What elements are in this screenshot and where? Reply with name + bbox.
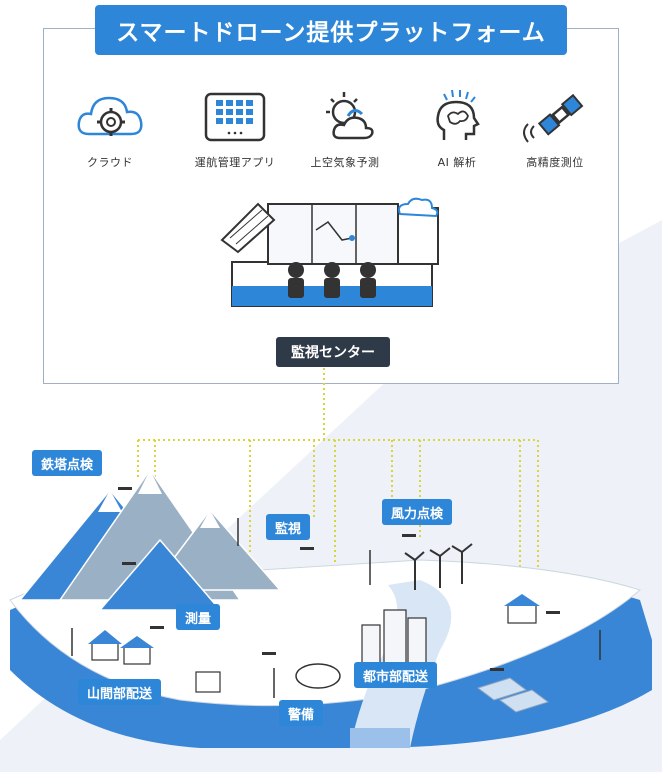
sun-cloud-icon bbox=[326, 92, 374, 140]
satellite-icon bbox=[523, 93, 584, 143]
service-ai: AI 解析 bbox=[402, 88, 512, 170]
tag-tower-inspection: 鉄塔点検 bbox=[32, 450, 103, 476]
tablet-app-icon bbox=[204, 92, 266, 142]
service-weather: 上空気象予測 bbox=[290, 88, 400, 170]
service-label-weather: 上空気象予測 bbox=[310, 156, 380, 169]
service-label-ai: AI 解析 bbox=[437, 156, 477, 169]
tag-monitoring: 監視 bbox=[266, 514, 311, 540]
cloud-gear-icon bbox=[77, 96, 143, 136]
service-positioning: 高精度測位 bbox=[500, 88, 610, 170]
service-label-app: 運航管理アプリ bbox=[194, 156, 276, 169]
service-cloud: クラウド bbox=[55, 88, 165, 170]
tag-survey: 測量 bbox=[176, 604, 221, 630]
control-room-illustration bbox=[220, 197, 439, 307]
service-app: 運航管理アプリ bbox=[180, 88, 290, 170]
service-label-cloud: クラウド bbox=[87, 156, 133, 169]
platform-title: スマートドローン提供プラットフォーム bbox=[95, 5, 567, 55]
tag-security: 警備 bbox=[279, 700, 324, 726]
platform-panel bbox=[43, 28, 619, 384]
service-label-positioning: 高精度測位 bbox=[526, 156, 584, 169]
tag-city-delivery: 都市部配送 bbox=[354, 662, 438, 688]
tag-mountain-delivery: 山間部配送 bbox=[78, 679, 162, 705]
monitoring-center-label: 監視センター bbox=[276, 337, 390, 367]
tag-wind-inspection: 風力点検 bbox=[382, 499, 453, 525]
ai-brain-icon bbox=[436, 89, 480, 140]
